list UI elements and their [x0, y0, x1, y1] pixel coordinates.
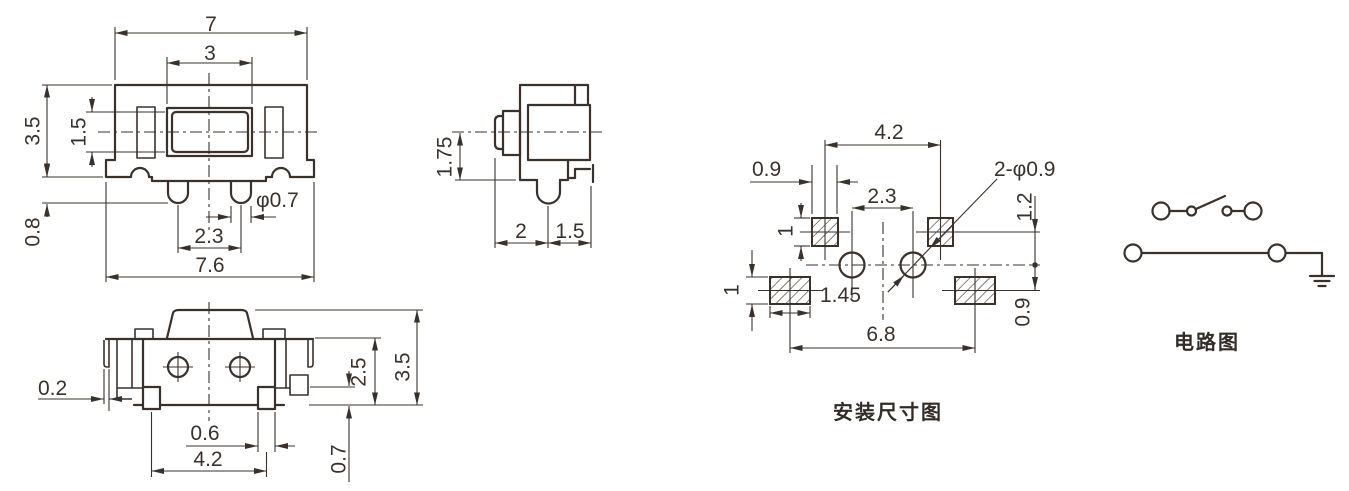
terminal-circle: [1151, 201, 1171, 221]
dim-mount-hole-pitch: 2.3: [867, 185, 896, 208]
front-left-pin: [166, 179, 190, 205]
contact-circle: [1221, 205, 1233, 217]
dim-top-body-height: 2.5: [348, 357, 371, 386]
circuit-common-line: [1123, 243, 1336, 288]
dim-top-lug-pitch: 4.2: [193, 448, 222, 471]
dim-front-pin-diameter: φ0.7: [256, 189, 299, 212]
side-body-outline: [518, 83, 595, 184]
top-left-tab: [134, 328, 154, 340]
dim-front-top-width: 7: [205, 13, 217, 36]
dim-mount-pad-width-top: 0.9: [752, 158, 781, 181]
top-hole-crosshairs: [163, 352, 255, 382]
circuit-view-caption: 电路图: [1174, 330, 1240, 354]
top-left-wrap: [103, 340, 110, 368]
dim-mount-pad-span: 6.8: [866, 323, 895, 346]
dim-mount-top-offset: 1.2: [1014, 192, 1037, 221]
top-dome: [165, 308, 255, 340]
top-left-flange: [116, 339, 143, 400]
side-pin: [535, 178, 562, 205]
dim-mount-pad-height-top: 1: [775, 225, 798, 237]
top-right-wrap: [307, 340, 314, 368]
terminal-circle: [1243, 201, 1263, 221]
circuit-switch-symbol: [1151, 194, 1263, 221]
dim-top-lug-width: 0.6: [190, 422, 219, 445]
dim-front-actuator-height: 1.5: [68, 117, 91, 146]
ground-symbol: [1308, 274, 1336, 288]
front-body-outline: [104, 83, 316, 183]
dim-top-lug-drop: 0.7: [328, 444, 351, 473]
circuit-diagram-view: 电路图: [1123, 194, 1336, 354]
terminal-circle: [1123, 243, 1143, 263]
side-stem: [501, 109, 522, 157]
dim-side-rear-depth: 1.5: [555, 220, 584, 243]
front-right-pin: [229, 179, 253, 205]
top-view: 0.2 0.6 4.2 2.5 3.5 0.7: [38, 302, 423, 482]
dim-front-pin-pitch: 2.3: [194, 225, 223, 248]
top-right-tab: [262, 328, 286, 340]
dim-mount-pad-pitch-top: 4.2: [874, 121, 903, 144]
dim-top-overall-height: 3.5: [392, 352, 415, 381]
dim-front-body-height: 3.5: [22, 116, 45, 145]
dim-front-base-width: 7.6: [195, 254, 224, 277]
switch-lever: [1194, 194, 1227, 211]
dim-mount-pad-width-bottom: 1.45: [820, 284, 861, 307]
side-view: 1.75 2 1.5: [434, 83, 606, 248]
dim-mount-pad-height-bottom: 1: [721, 284, 744, 296]
dim-side-center-height: 1.75: [434, 137, 457, 178]
hole-callout-leader: [887, 178, 998, 293]
dim-mount-hole-callout: 2-φ0.9: [994, 158, 1055, 181]
top-left-lug: [141, 385, 162, 411]
mounting-dimensions: 4.2 0.9 2.3 2-φ0.9 1.2 0.9 1: [721, 121, 1055, 351]
mounting-view-caption: 安装尺寸图: [833, 400, 943, 424]
dim-side-front-depth: 2: [515, 220, 527, 243]
dim-front-actuator-width: 3: [204, 42, 216, 65]
top-right-flange: [275, 339, 290, 389]
front-view: 7 3 1.5 3.5 0.8: [22, 13, 318, 282]
side-view-dimensions: 1.75 2 1.5: [434, 133, 592, 248]
dim-mount-bottom-offset: 0.9: [1012, 297, 1035, 326]
side-button-cap: [493, 114, 505, 151]
top-view-dimensions: 0.2 0.6 4.2 2.5 3.5 0.7: [38, 309, 423, 482]
dim-front-pin-length: 0.8: [22, 217, 45, 246]
mounting-layout-view: 4.2 0.9 2.3 2-φ0.9 1.2 0.9 1: [721, 121, 1056, 424]
dim-top-cover-gap: 0.2: [38, 377, 67, 400]
contact-circle: [1185, 205, 1198, 217]
top-right-clip: [289, 374, 309, 396]
top-right-lug: [256, 385, 277, 411]
terminal-circle: [1267, 243, 1287, 263]
front-view-dimensions: 7 3 1.5 3.5 0.8: [22, 13, 315, 282]
